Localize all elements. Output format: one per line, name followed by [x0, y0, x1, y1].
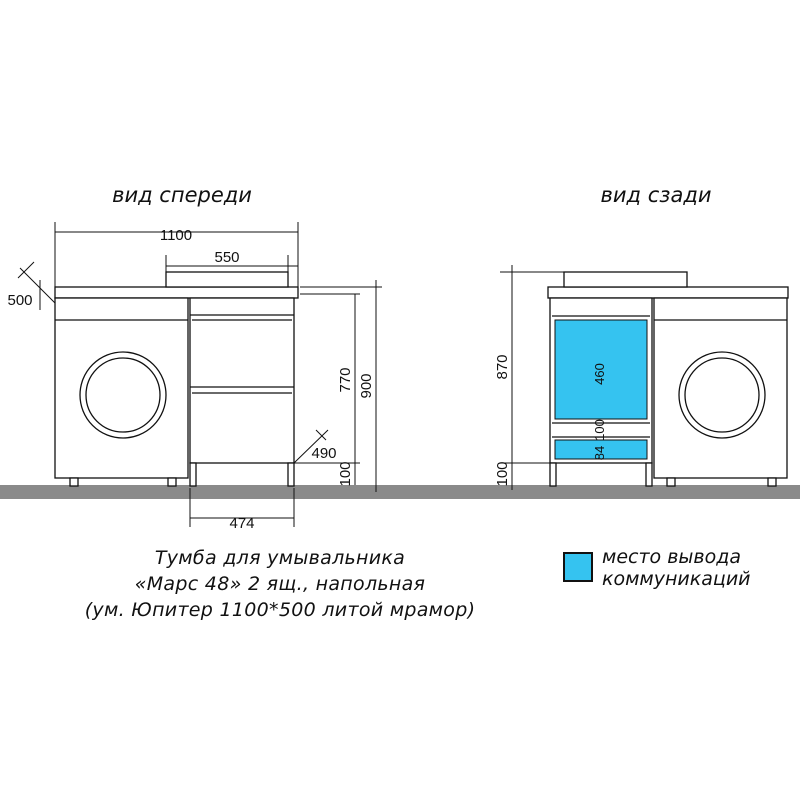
dim-474: 474: [229, 515, 254, 532]
legend-line-2: коммуникаций: [602, 568, 751, 590]
dim-100-back: 100: [494, 461, 511, 486]
dim-1100: 1100: [160, 227, 192, 244]
back-washer-door-inner: [684, 357, 760, 433]
communication-zone-lower: [554, 439, 648, 460]
caption-line-1: Тумба для умывальника: [154, 547, 406, 569]
legend-communications-swatch: [563, 552, 593, 582]
front-dimensions: [17, 222, 382, 527]
front-view: [54, 271, 299, 487]
dim-490: 490: [311, 445, 336, 462]
floor-line: [0, 485, 800, 499]
front-cabinet: [189, 297, 295, 464]
legend-line-1: место вывода: [602, 546, 742, 568]
legend-communications-label: место вывода коммуникаций: [602, 546, 751, 590]
dim-100-gap: 100: [592, 419, 607, 441]
front-countertop: [54, 286, 299, 299]
dim-84: 84: [592, 446, 607, 460]
dim-460: 460: [592, 363, 607, 385]
back-washer-door-outer: [678, 351, 766, 439]
dim-100-front: 100: [337, 461, 354, 486]
front-sink-top: [165, 271, 289, 288]
dim-870: 870: [494, 354, 511, 379]
caption-line-3: (ум. Юпитер 1100*500 литой мрамор): [84, 599, 476, 621]
communication-zone-upper: [554, 319, 648, 420]
dim-900: 900: [358, 373, 375, 398]
front-view-label: вид спереди: [112, 183, 252, 207]
front-washer-body: [54, 297, 189, 479]
front-washer-door-inner: [85, 357, 161, 433]
dim-770: 770: [337, 367, 354, 392]
caption-line-2: «Марс 48» 2 ящ., напольная: [134, 573, 426, 595]
front-washer-door-outer: [79, 351, 167, 439]
back-washer-body: [653, 297, 788, 479]
back-dimensions: [500, 265, 564, 490]
dim-550: 550: [214, 249, 239, 266]
dim-500: 500: [7, 292, 32, 309]
back-view-label: вид сзади: [601, 183, 712, 207]
